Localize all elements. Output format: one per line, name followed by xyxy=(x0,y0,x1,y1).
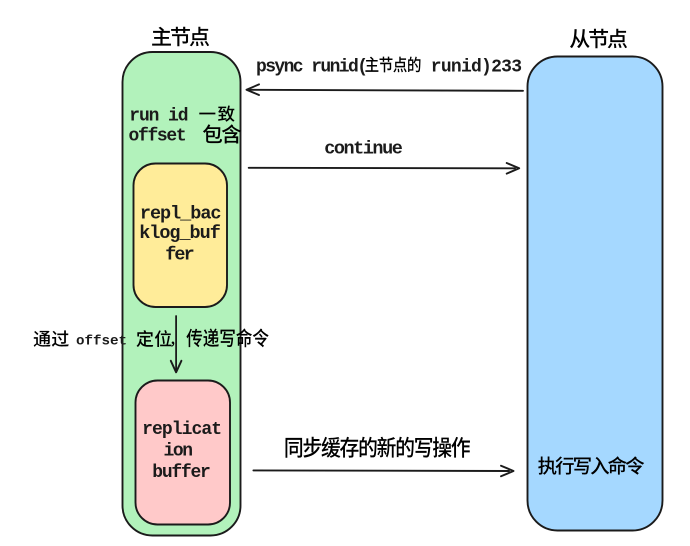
svg-text:fer: fer xyxy=(165,244,195,265)
svg-text:runid)233: runid)233 xyxy=(431,58,522,78)
svg-text:continue: continue xyxy=(324,139,403,160)
svg-text:replicat: replicat xyxy=(142,420,222,440)
svg-text:offset: offset xyxy=(76,334,127,350)
svg-text:repl_bac: repl_bac xyxy=(140,204,222,225)
svg-text:offset: offset xyxy=(129,127,187,147)
svg-text:run id: run id xyxy=(129,107,188,127)
svg-text:klog_buf: klog_buf xyxy=(139,223,221,244)
svg-text:psync runid(: psync runid( xyxy=(256,58,368,78)
svg-text:buffer: buffer xyxy=(152,463,211,483)
svg-text:ion: ion xyxy=(164,442,194,462)
